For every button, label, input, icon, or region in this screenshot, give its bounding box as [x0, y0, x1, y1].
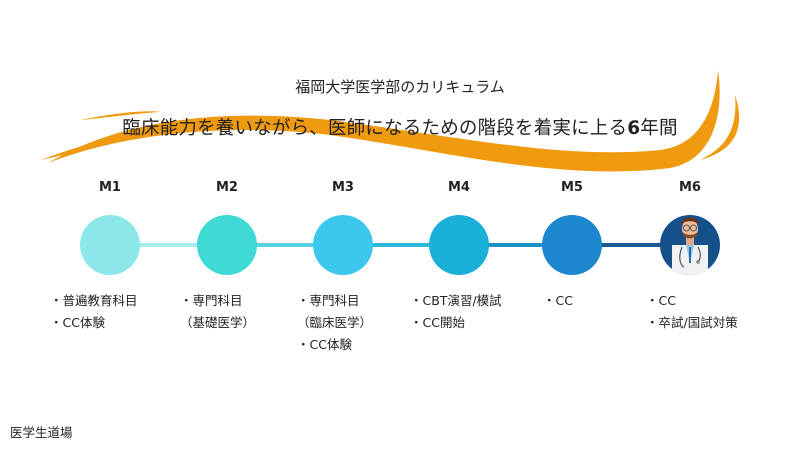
year-circle-m4: [429, 215, 489, 275]
list-item: ・CC: [646, 293, 676, 308]
year-items-m2: ・専門科目 （基礎医学）: [180, 290, 255, 334]
timeline-segment: [227, 243, 343, 247]
list-item: ・専門科目: [180, 293, 243, 308]
timeline-segment: [343, 243, 459, 247]
list-item: ・CC: [543, 293, 573, 308]
year-items-m5: ・CC: [543, 290, 573, 312]
year-items-m4: ・CBT演習/模試 ・CC開始: [410, 290, 502, 334]
year-label-m6: M6: [679, 180, 701, 195]
doctor-icon: [672, 217, 708, 275]
timeline-segment: [572, 243, 690, 247]
footer-brand: 医学生道場: [10, 425, 73, 440]
year-circle-m5: [542, 215, 602, 275]
year-circle-m1: [80, 215, 140, 275]
year-label-m5: M5: [561, 180, 583, 195]
list-item: ・卒試/国試対策: [646, 315, 738, 330]
year-circle-m3: [313, 215, 373, 275]
year-circle-m2: [197, 215, 257, 275]
list-item: （基礎医学）: [180, 315, 256, 330]
year-items-m1: ・普遍教育科目 ・CC体験: [50, 290, 138, 334]
title-text: 臨床能力を養いながら、医師になるための階段を着実に上る: [122, 118, 628, 139]
year-circle-m6: [660, 215, 720, 275]
year-label-m1: M1: [99, 180, 121, 195]
year-label-m3: M3: [332, 180, 354, 195]
list-item: ・CC体験: [50, 315, 105, 330]
timeline-segment: [459, 243, 572, 247]
year-items-m3: ・専門科目 （臨床医学） ・CC体験: [297, 290, 372, 356]
list-item: （臨床医学）: [297, 315, 373, 330]
title-number: 6: [627, 118, 641, 139]
title-end: 年間: [640, 118, 678, 139]
year-label-m2: M2: [216, 180, 238, 195]
list-item: ・CC体験: [297, 337, 352, 352]
list-item: ・CBT演習/模試: [410, 293, 502, 308]
list-item: ・専門科目: [297, 293, 360, 308]
page-title: 臨床能力を養いながら、医師になるための階段を着実に上る6年間: [0, 114, 800, 140]
year-items-m6: ・CC ・卒試/国試対策: [646, 290, 738, 334]
list-item: ・普遍教育科目: [50, 293, 138, 308]
orange-swoosh-decoration: [40, 70, 740, 172]
curriculum-subtitle: 福岡大学医学部のカリキュラム: [295, 78, 505, 96]
year-label-m4: M4: [448, 180, 470, 195]
list-item: ・CC開始: [410, 315, 465, 330]
timeline-segment: [110, 243, 227, 247]
